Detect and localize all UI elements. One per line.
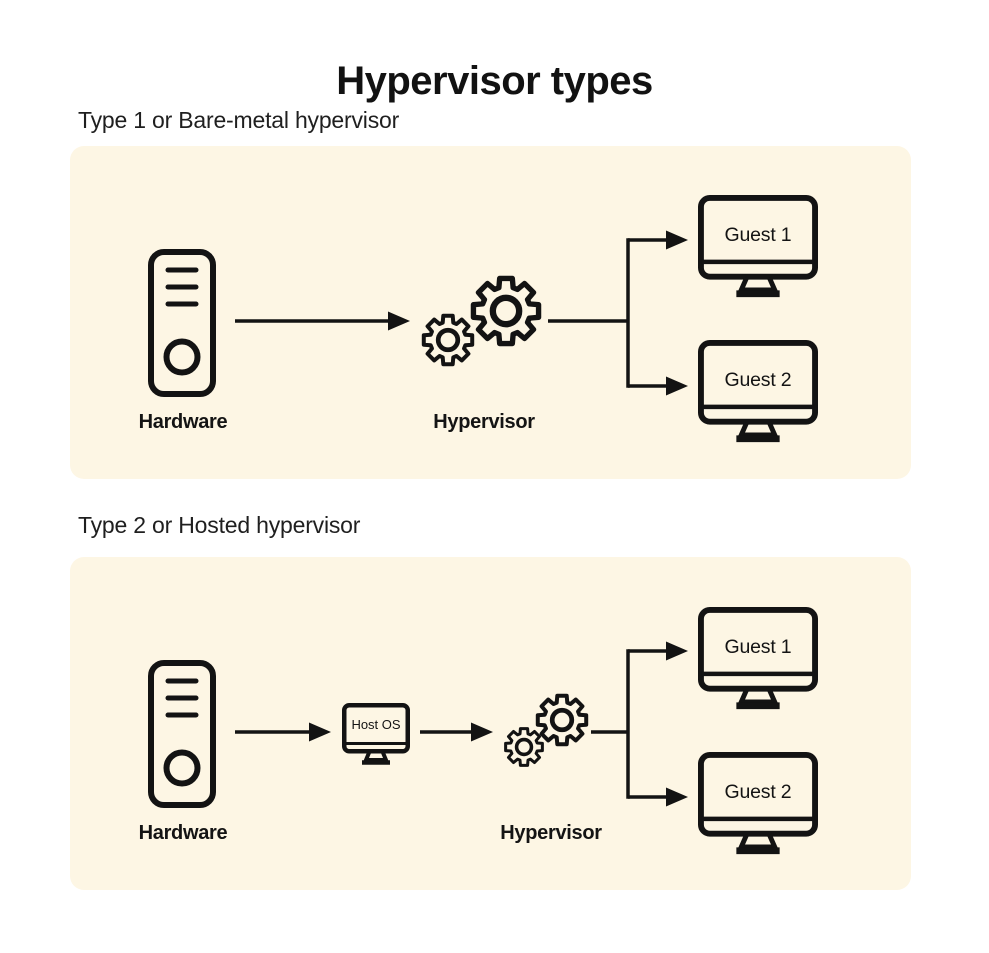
host-os-monitor-icon [342, 703, 410, 765]
type-2-panel: Hardware Host OS [70, 557, 911, 890]
hardware-label: Hardware [139, 822, 228, 844]
section-2-label: Type 2 or Hosted hypervisor [78, 512, 361, 538]
server-tower-icon [151, 663, 213, 805]
gears-icon [424, 278, 539, 364]
host-os-label: Host OS [351, 717, 400, 732]
type-1-diagram: Hardware Hypervisor [139, 146, 911, 479]
guest-1-label: Guest 1 [725, 224, 792, 246]
hypervisor-label: Hypervisor [433, 411, 535, 433]
guest-2-label: Guest 2 [725, 781, 792, 803]
connector-hypervisor-to-guests [548, 230, 688, 396]
gears-icon [503, 696, 587, 768]
type-1-panel: Hardware Hypervisor [70, 146, 911, 479]
server-tower-icon [151, 252, 213, 394]
page-title: Hypervisor types [336, 58, 653, 103]
guest-2-node: Guest 2 [701, 343, 815, 439]
arrow-hostos-to-hypervisor [420, 722, 493, 742]
hypervisor-label: Hypervisor [500, 822, 602, 844]
guest-2-label: Guest 2 [725, 369, 792, 391]
type-2-diagram: Hardware Host OS [139, 557, 911, 890]
guest-1-label: Guest 1 [725, 636, 792, 658]
section-1-label: Type 1 or Bare-metal hypervisor [78, 107, 400, 133]
host-os-node: Host OS [342, 703, 410, 765]
arrow-hardware-to-hypervisor [235, 311, 410, 331]
guest-1-node: Guest 1 [701, 610, 815, 706]
connector-hypervisor-to-guests [591, 641, 688, 807]
guest-1-node: Guest 1 [701, 198, 815, 294]
guest-2-node: Guest 2 [701, 755, 815, 851]
hardware-label: Hardware [139, 411, 228, 433]
arrow-hardware-to-hostos [235, 722, 331, 742]
